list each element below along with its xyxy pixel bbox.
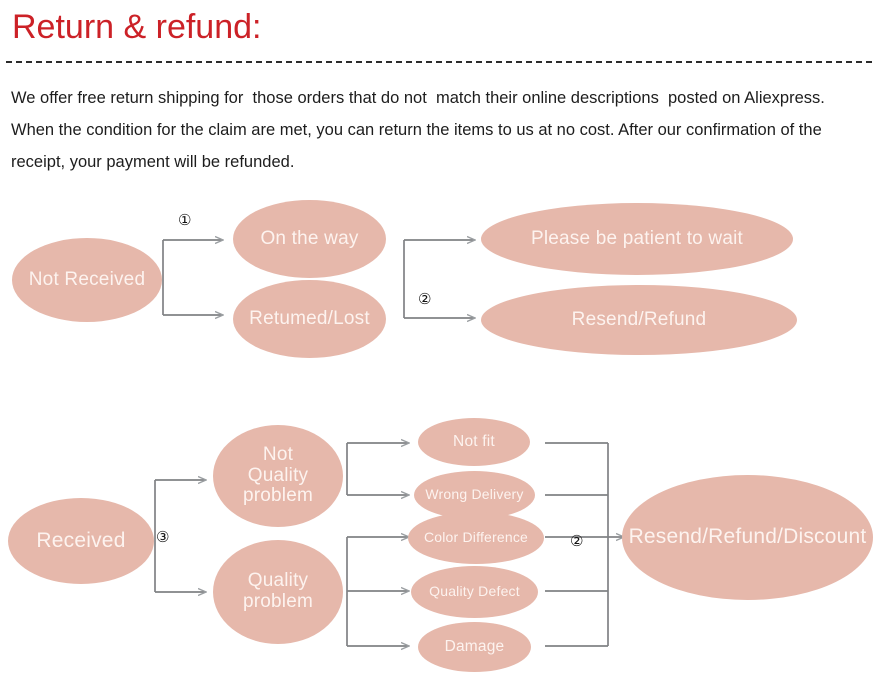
node-not-fit: Not fit [418, 418, 530, 466]
node-label: Color Difference [423, 529, 529, 546]
step-badge-2: ② [570, 534, 583, 549]
node-not-quality-problem: Not Quality problem [213, 425, 343, 527]
node-label: Quality problem [242, 570, 314, 612]
node-label: Quality Defect [429, 583, 520, 600]
node-on-the-way: On the way [233, 200, 386, 278]
received-connectors [154, 400, 879, 683]
node-damage: Damage [418, 622, 531, 672]
node-label: Not Quality problem [242, 444, 314, 507]
not-received-flow-diagram: Not Received On the way Retumed/Lost Ple… [0, 195, 879, 370]
node-label: Damage [444, 637, 505, 655]
node-label: Not Received [28, 268, 146, 290]
step-badge-3: ③ [156, 530, 169, 545]
step-badge-label: ③ [156, 528, 170, 546]
node-label: Retumed/Lost [249, 307, 370, 329]
node-label: Please be patient to wait [530, 227, 744, 249]
node-resend-refund: Resend/Refund [481, 285, 797, 355]
node-wrong-delivery: Wrong Delivery [414, 471, 535, 519]
node-label: Received [36, 528, 126, 552]
node-quality-defect: Quality Defect [411, 566, 538, 618]
step-badge-2: ② [418, 292, 431, 307]
title-divider [6, 61, 872, 63]
node-received: Received [8, 498, 154, 584]
step-badge-label: ② [570, 532, 584, 550]
node-resend-refund-discount: Resend/Refund/Discount [622, 475, 873, 600]
received-flow-diagram: Received Not Quality problem Quality pro… [0, 400, 879, 683]
node-not-received: Not Received [12, 238, 162, 322]
step-badge-1: ① [178, 213, 191, 228]
node-label: Wrong Delivery [425, 486, 524, 503]
page-title: Return & refund: [12, 8, 262, 46]
node-label: On the way [260, 227, 359, 249]
node-quality-problem: Quality problem [213, 540, 343, 644]
policy-paragraph: We offer free return shipping for those … [11, 89, 830, 171]
not-received-connectors [162, 195, 879, 370]
node-please-be-patient: Please be patient to wait [481, 203, 793, 275]
node-label: Not fit [453, 432, 495, 450]
step-badge-label: ② [418, 290, 432, 308]
node-label: Resend/Refund/Discount [628, 525, 867, 549]
step-badge-label: ① [178, 211, 192, 229]
node-label: Resend/Refund [571, 308, 707, 330]
node-color-difference: Color Difference [408, 512, 544, 564]
node-returned-lost: Retumed/Lost [233, 280, 386, 358]
